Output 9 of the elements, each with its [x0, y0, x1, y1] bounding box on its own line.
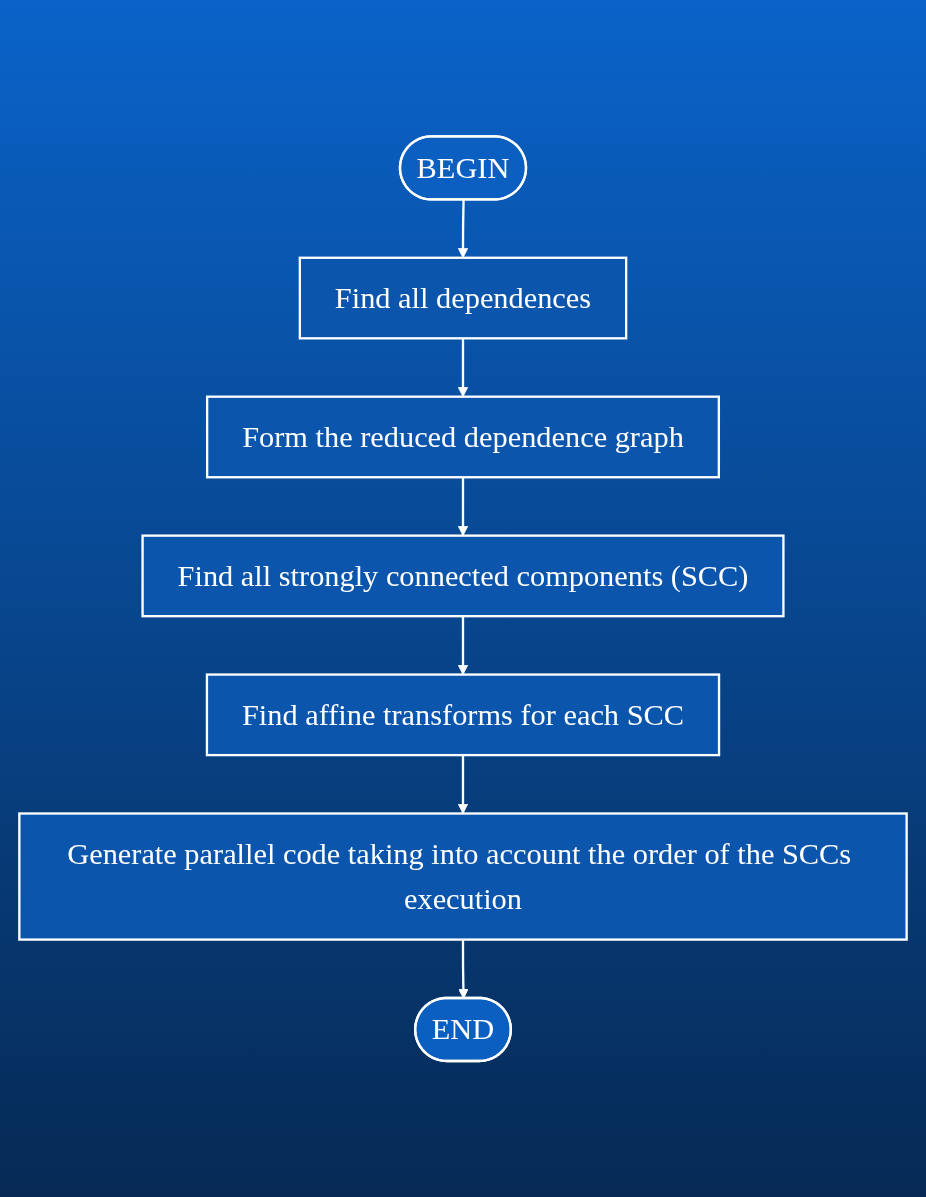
arrow: [457, 754, 469, 814]
arrow: [457, 338, 469, 397]
node-box: Find all strongly connected components (SCC): [141, 534, 785, 618]
node-box: Find all dependences: [298, 256, 628, 340]
node-box: Form the reduced dependence graph: [205, 395, 720, 479]
node-box: Find affine transforms for each SCC: [205, 673, 721, 757]
arrow: [457, 477, 469, 536]
node-box: Generate parallel code taking into account the order of the SCCs execution: [18, 812, 908, 941]
arrow: [457, 616, 469, 675]
